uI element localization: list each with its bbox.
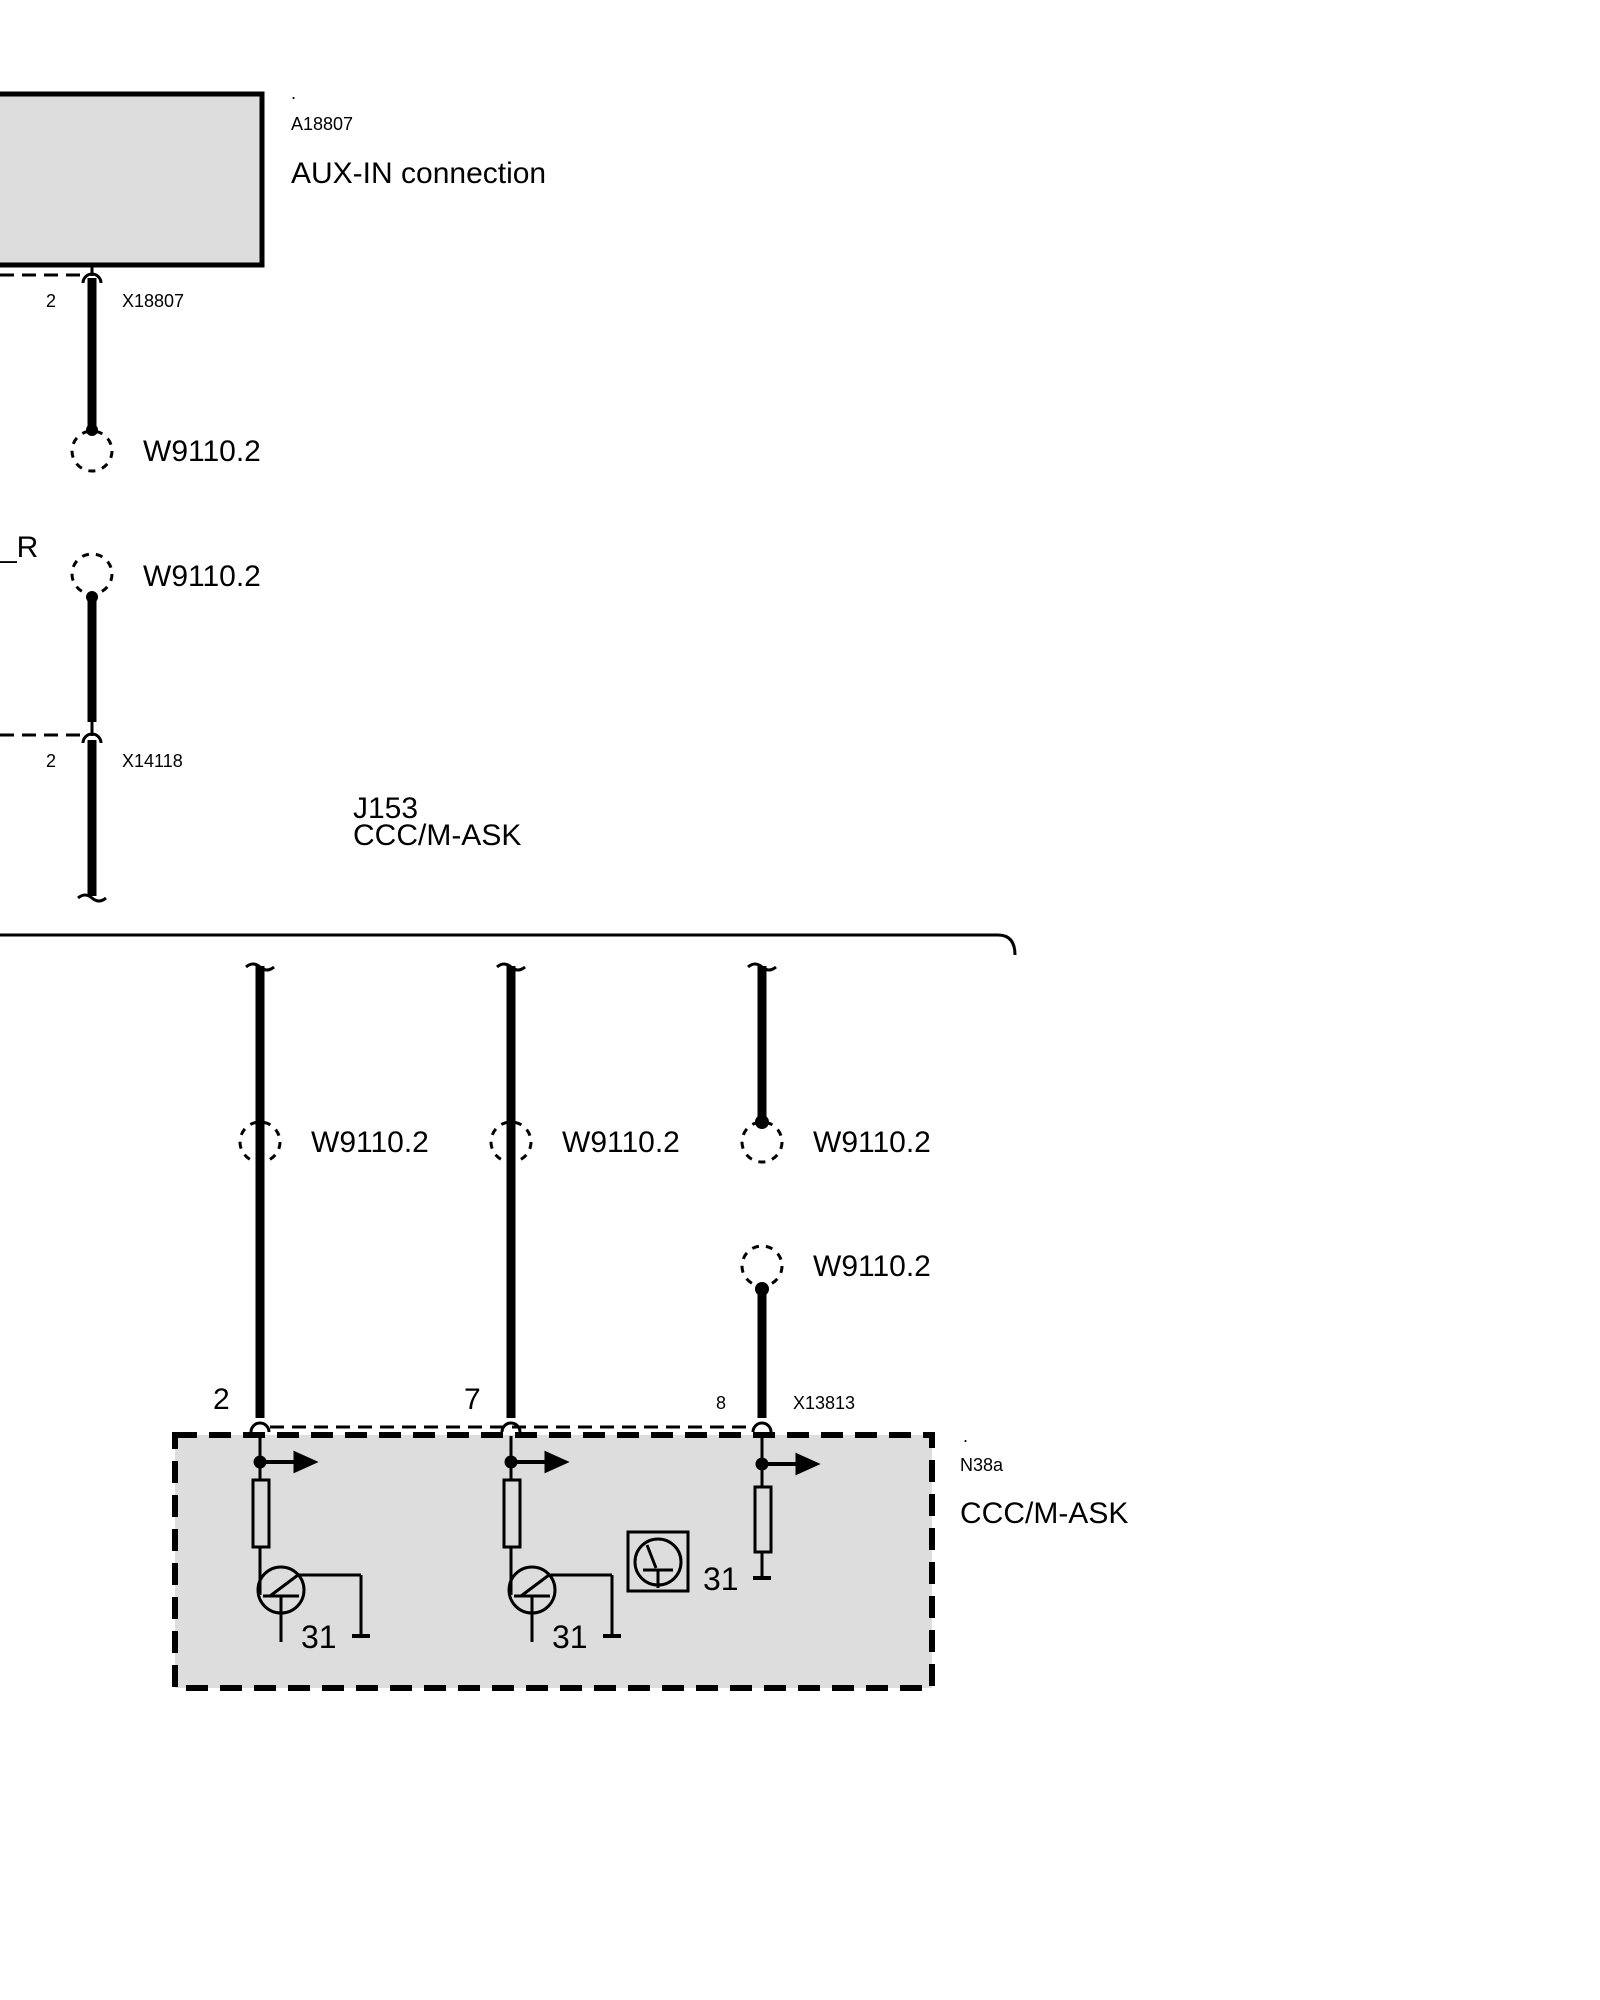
wire-label: W9110.2 [562, 1126, 680, 1159]
wire-label: W9110.2 [311, 1126, 429, 1159]
connector-id: X14118 [122, 751, 183, 771]
arrow-icon [293, 1450, 319, 1474]
output-stage-1 [251, 1436, 370, 1642]
splice-dot [755, 1115, 769, 1129]
aux-in-dot: . [291, 83, 296, 103]
connector-pin-symbol [249, 1421, 271, 1433]
ground-label: 31 [552, 1619, 588, 1655]
connector-pin-symbol [751, 1421, 773, 1433]
splice-dot [86, 424, 98, 436]
connector-id: X13813 [793, 1393, 855, 1413]
wire-break-icon [77, 893, 107, 903]
signal-label: _R [0, 531, 38, 564]
aux-in-name: AUX-IN connection [291, 157, 546, 190]
shield-splice-icon [740, 1120, 784, 1164]
pin-label: 2 [213, 1383, 230, 1416]
module-dot: . [963, 1426, 968, 1446]
wire-group [245, 962, 777, 1418]
shield-splice-icon [489, 1120, 533, 1164]
input-stage-3 [753, 1436, 821, 1580]
shield-splice-icon [70, 429, 114, 473]
arrow-icon [544, 1450, 570, 1474]
wire-label: W9110.2 [143, 435, 261, 468]
ground-label: 31 [301, 1619, 337, 1655]
shield-splice-icon [740, 1244, 784, 1288]
boxed-transistor-icon [626, 1530, 690, 1593]
module-id: N38a [960, 1455, 1004, 1475]
pin-label: 2 [46, 291, 56, 311]
wire-label: W9110.2 [143, 560, 261, 593]
ref-id: J153 [353, 792, 418, 825]
continuation-bracket [0, 933, 1017, 956]
ground-label: 31 [703, 1561, 739, 1597]
ref-name: CCC/M-ASK [353, 819, 521, 852]
output-stage-2 [502, 1436, 621, 1642]
pin-label: 2 [46, 751, 56, 771]
module-name: CCC/M-ASK [960, 1497, 1128, 1530]
pin-label: 7 [464, 1383, 481, 1416]
pin-label: 8 [716, 1393, 726, 1413]
shield-splice-icon [70, 552, 114, 596]
aux-in-id: A18807 [291, 114, 353, 134]
shield-splice-icon [238, 1120, 282, 1164]
connector-pin-symbol [500, 1421, 522, 1433]
ccc-module-box [172, 1432, 935, 1691]
wire-label: W9110.2 [813, 1250, 931, 1283]
wire-label: W9110.2 [813, 1126, 931, 1159]
arrow-icon [795, 1452, 821, 1476]
aux-in-module-box [0, 91, 265, 268]
connector-id: X18807 [122, 291, 184, 311]
